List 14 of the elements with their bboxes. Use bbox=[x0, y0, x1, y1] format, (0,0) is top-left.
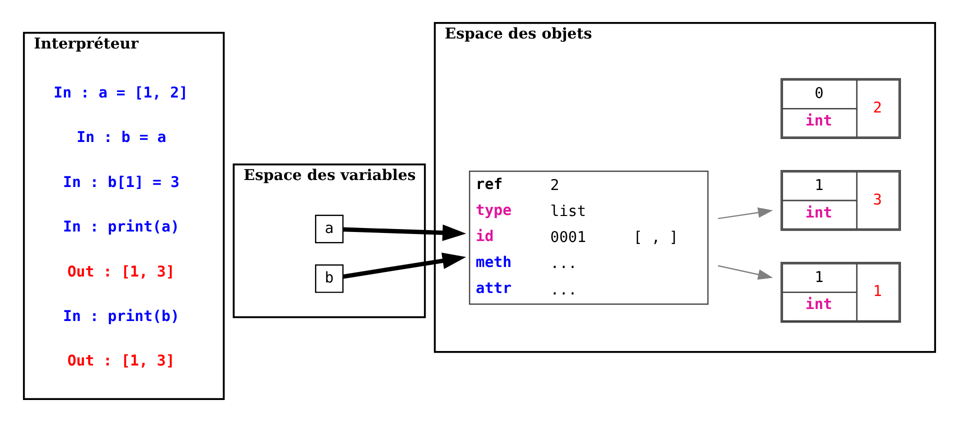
node-box: a bbox=[315, 214, 344, 244]
label: In : print(b) bbox=[63, 306, 180, 325]
label: In : b = a bbox=[76, 128, 166, 146]
label: In : b[1] = 3 bbox=[63, 172, 180, 191]
arrow bbox=[343, 224, 466, 242]
node-box: b bbox=[315, 264, 344, 293]
label: In : print(a) bbox=[63, 218, 180, 236]
arrow bbox=[718, 265, 773, 280]
label: Out : [1, 3] bbox=[67, 262, 175, 280]
arrow bbox=[718, 207, 773, 220]
label: Out : [1, 3] bbox=[67, 352, 175, 370]
label: In : a = [1, 2] bbox=[54, 84, 188, 102]
node-box: ref 2 [ , ] type list id 0001 meth ... attr ... bbox=[468, 170, 709, 305]
arrow bbox=[342, 252, 466, 279]
